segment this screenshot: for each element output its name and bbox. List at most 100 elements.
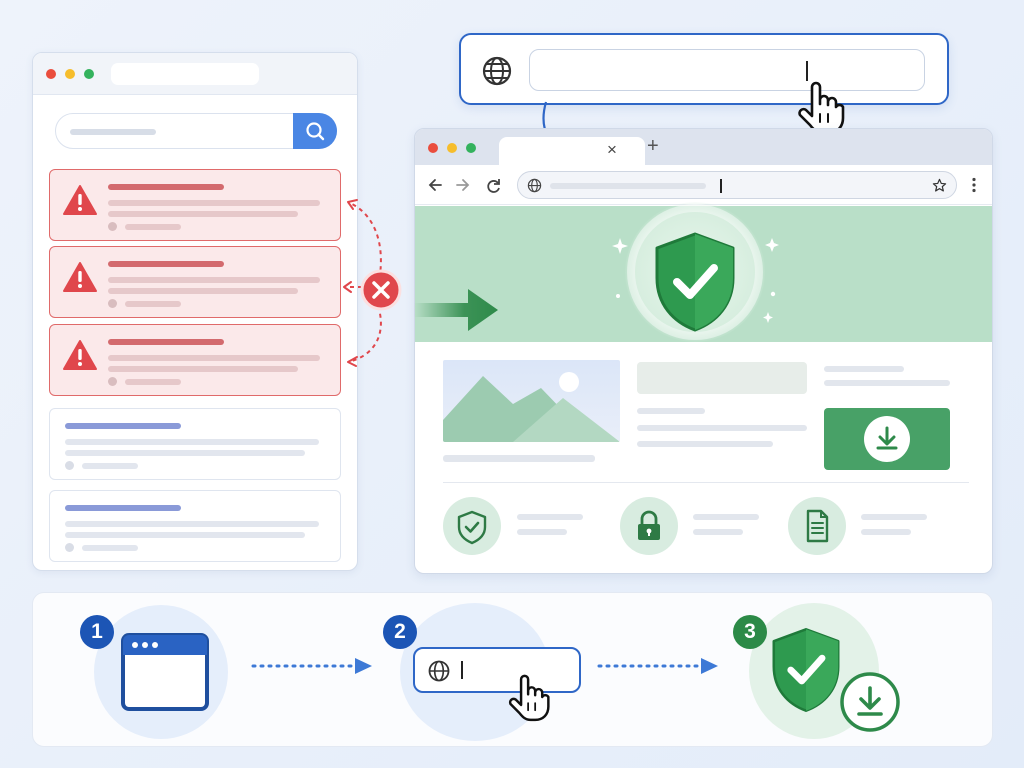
globe-icon: [482, 56, 512, 86]
text-line: [517, 529, 567, 535]
search-placeholder: [70, 129, 156, 135]
dotted-arrow: [597, 658, 718, 674]
result-favicon: [108, 377, 117, 386]
back-icon[interactable]: [428, 179, 442, 191]
shield-glow-ring: [627, 204, 763, 340]
download-icon: [876, 426, 898, 450]
result-url: [125, 224, 181, 230]
tab-strip: × +: [415, 129, 992, 165]
maximize-dot[interactable]: [466, 143, 476, 153]
step-1-badge: 1: [80, 615, 114, 649]
reload-icon[interactable]: [487, 179, 500, 193]
mountain-image-icon: [443, 372, 620, 442]
feature-lock: [620, 497, 678, 555]
hero-banner: [415, 202, 992, 342]
warning-triangle-icon: [63, 185, 97, 215]
search-result[interactable]: [49, 490, 341, 562]
lock-icon: [638, 510, 660, 540]
url-input[interactable]: [529, 49, 925, 91]
result-title: [65, 423, 181, 429]
window-titlebar: [33, 53, 357, 95]
flagged-result[interactable]: [49, 169, 341, 241]
shield-check-icon: [457, 510, 487, 545]
minimize-dot[interactable]: [65, 69, 75, 79]
step-3-badge: 3: [733, 615, 767, 649]
result-snippet: [108, 211, 298, 217]
text-line: [861, 529, 911, 535]
url-bar-icon: [413, 647, 581, 693]
star-icon[interactable]: [932, 178, 947, 193]
feature-security: [443, 497, 501, 555]
official-site-browser: × +: [414, 128, 993, 574]
download-button[interactable]: [824, 408, 950, 470]
tab-close-icon[interactable]: ×: [607, 140, 617, 159]
hand-cursor-icon: [798, 81, 845, 135]
active-tab[interactable]: ×: [499, 137, 645, 165]
text-line: [861, 514, 927, 520]
result-url: [82, 545, 138, 551]
close-dot[interactable]: [428, 143, 438, 153]
text-line: [693, 514, 759, 520]
result-url: [125, 379, 181, 385]
text-caret: [720, 179, 722, 193]
result-url: [125, 301, 181, 307]
nav-buttons: [428, 179, 500, 193]
minimize-dot[interactable]: [447, 143, 457, 153]
image-thumbnail: [443, 360, 620, 442]
warning-triangle-icon: [63, 340, 97, 370]
result-title: [108, 339, 224, 345]
result-title: [108, 184, 224, 190]
url-placeholder: [550, 183, 706, 189]
search-button[interactable]: [293, 113, 337, 149]
text-line: [693, 529, 743, 535]
download-icon: [840, 672, 900, 732]
browser-window-icon: [121, 633, 209, 711]
new-tab-button[interactable]: +: [647, 135, 659, 157]
caption-line: [443, 455, 595, 462]
close-dot[interactable]: [46, 69, 56, 79]
search-result[interactable]: [49, 408, 341, 480]
steps-panel: 1 2 3: [32, 592, 993, 747]
globe-icon: [527, 178, 542, 193]
flagged-result[interactable]: [49, 324, 341, 396]
result-title: [108, 261, 224, 267]
text-caret: [806, 61, 808, 81]
text-line: [517, 514, 583, 520]
browser-toolbar: [415, 165, 992, 205]
hand-cursor-icon: [508, 674, 550, 722]
text-line: [637, 425, 807, 431]
heading-block: [637, 362, 807, 394]
warning-triangle-icon: [63, 262, 97, 292]
result-favicon: [108, 222, 117, 231]
result-snippet: [108, 355, 320, 361]
sparkle-icons: [612, 238, 779, 323]
result-snippet: [108, 200, 320, 206]
forward-icon[interactable]: [456, 179, 470, 191]
text-line: [824, 380, 950, 386]
result-snippet: [108, 366, 298, 372]
dotted-arrow: [251, 658, 372, 674]
result-snippet: [65, 439, 319, 445]
text-line: [637, 441, 773, 447]
result-favicon: [108, 299, 117, 308]
result-favicon: [65, 461, 74, 470]
search-input[interactable]: [55, 113, 337, 149]
flagged-result[interactable]: [49, 246, 341, 318]
address-bar[interactable]: [517, 171, 957, 199]
text-caret: [461, 661, 463, 679]
search-results-window: [32, 52, 358, 571]
result-snippet: [65, 450, 305, 456]
menu-icon[interactable]: [971, 177, 977, 193]
globe-icon: [428, 660, 450, 682]
url-bar-callout: [459, 33, 949, 105]
result-snippet: [65, 521, 319, 527]
result-title: [65, 505, 181, 511]
red-x-icon: [360, 269, 402, 311]
text-line: [637, 408, 705, 414]
maximize-dot[interactable]: [84, 69, 94, 79]
step-2-badge: 2: [383, 615, 417, 649]
text-line: [824, 366, 904, 372]
result-snippet: [108, 277, 320, 283]
green-arrow-icon: [414, 289, 498, 331]
result-url: [82, 463, 138, 469]
